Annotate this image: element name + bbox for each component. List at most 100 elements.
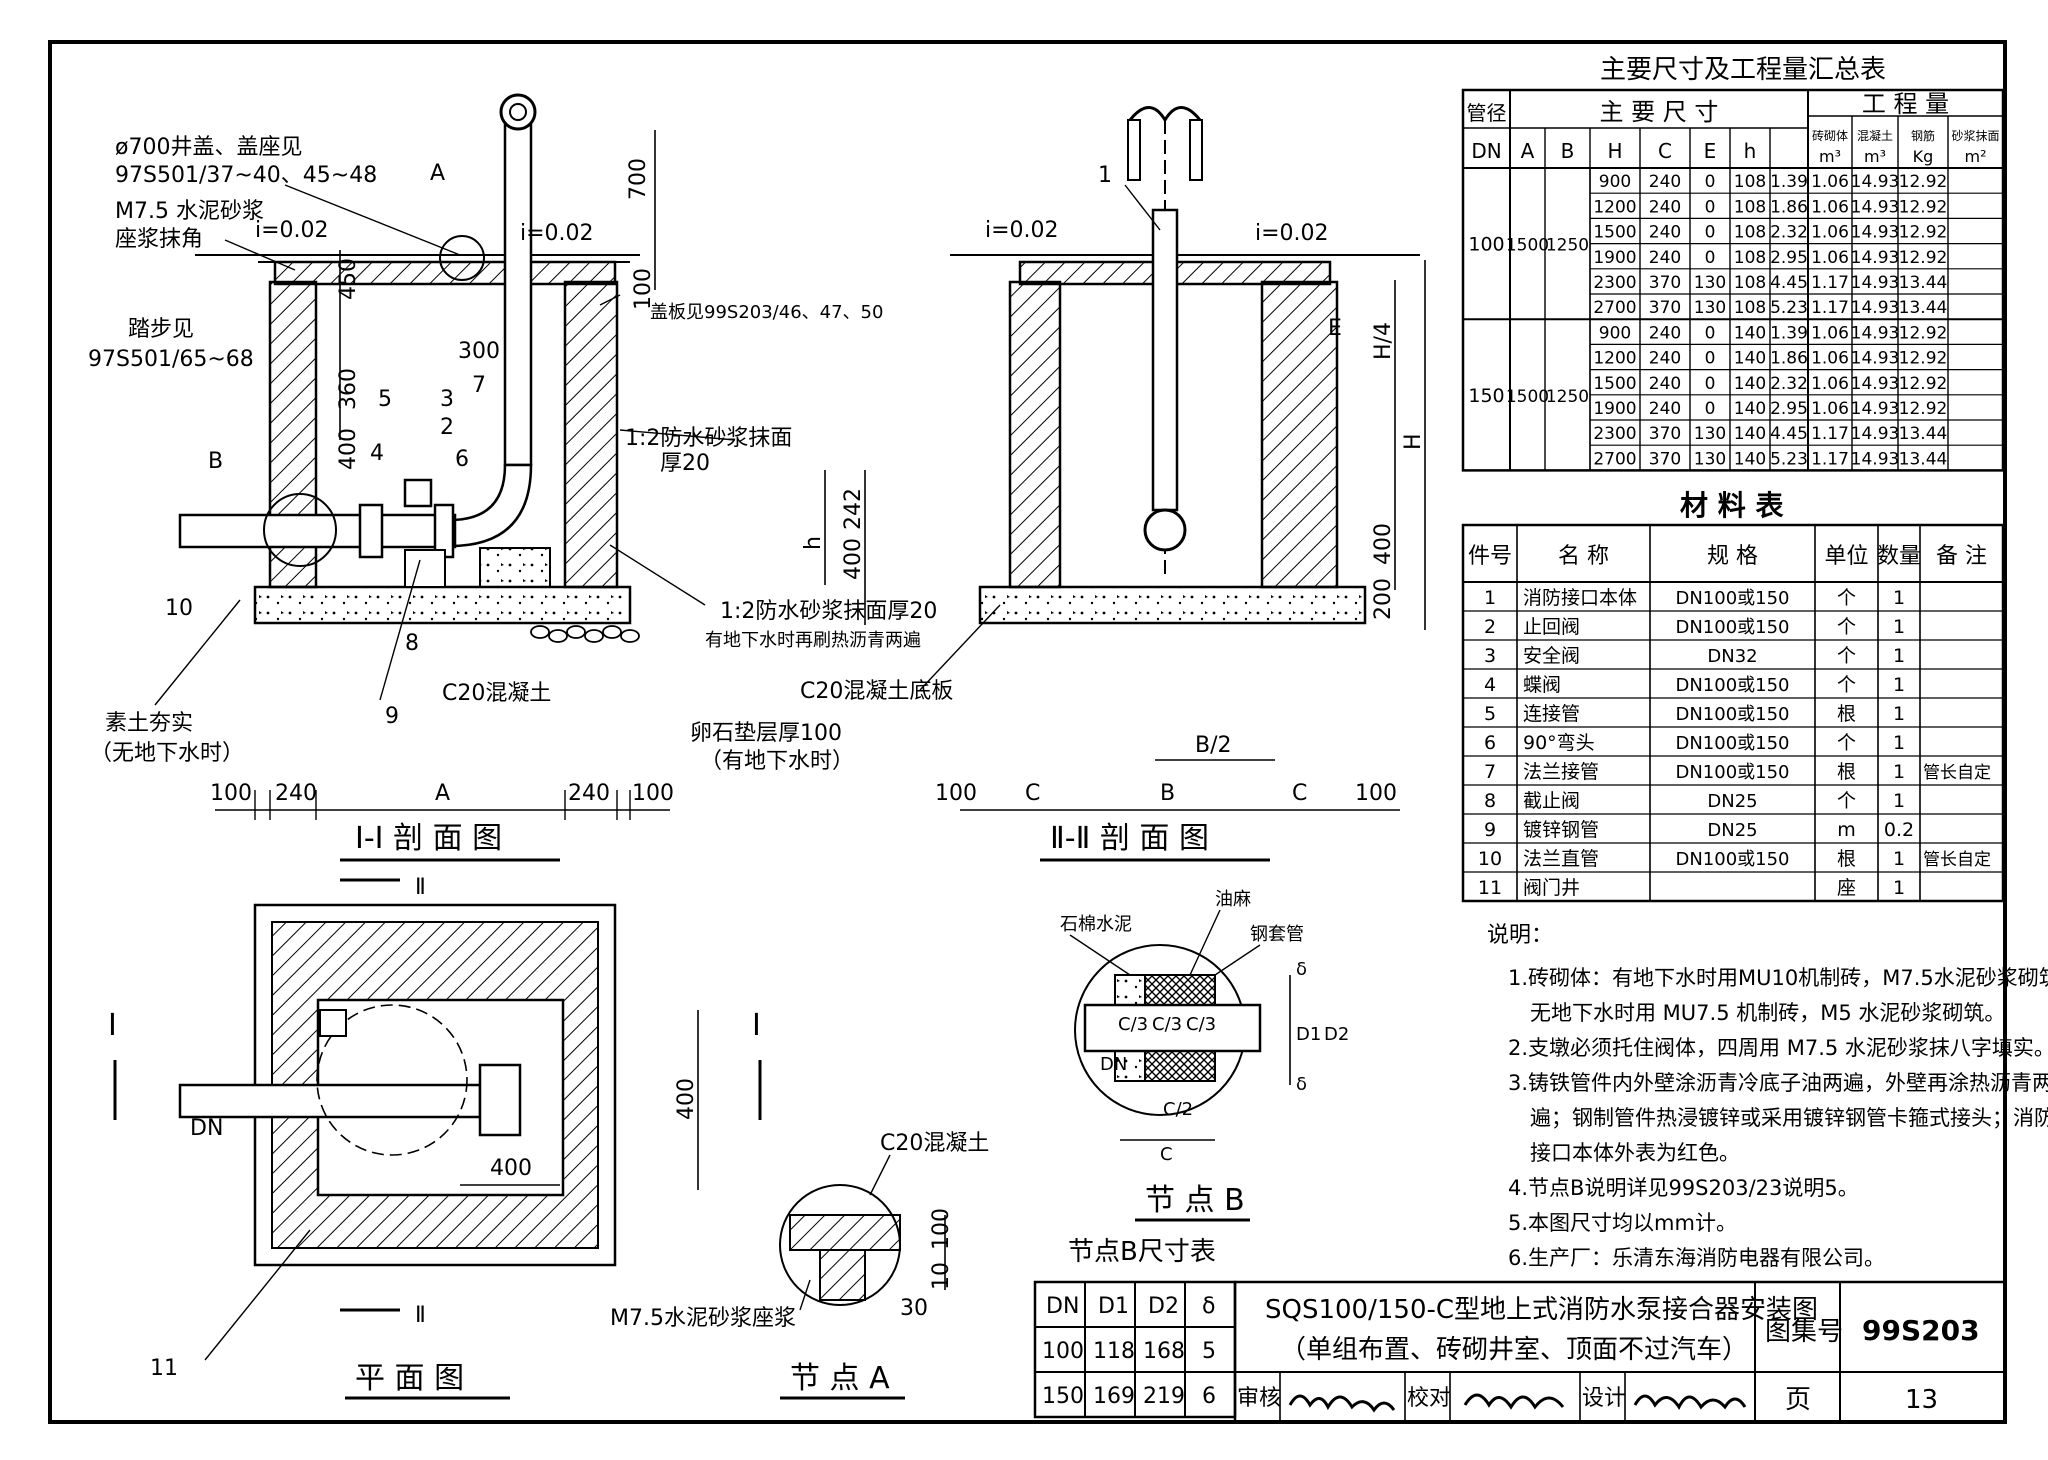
materials-cell-spec: DN100或150: [1675, 588, 1789, 609]
summary-cell: 2300: [1593, 424, 1636, 444]
summary-cell: 2700: [1593, 298, 1636, 318]
slope-left: i=0.02: [255, 218, 329, 243]
summary-cell: 140: [1734, 424, 1766, 444]
materials-cell-no: 6: [1484, 732, 1496, 754]
summary-cell: 108: [1734, 197, 1766, 217]
section2-dim-400: 400: [1371, 523, 1396, 565]
plan-dim-400-h: 400: [490, 1156, 532, 1181]
summary-cell: 13.44: [1899, 298, 1948, 318]
detail-b-cell: 5: [1202, 1339, 1216, 1364]
review-signature: [1288, 1394, 1396, 1413]
design-signature: [1633, 1394, 1747, 1410]
summary-cell: 14.93: [1851, 223, 1900, 243]
plan-title: 平 面 图: [355, 1361, 464, 1396]
plan-dn: DN: [190, 1116, 223, 1141]
design-label: 设计: [1582, 1386, 1626, 1411]
slope-right: i=0.02: [520, 221, 594, 246]
detail-b-c2: C/2: [1163, 1099, 1193, 1120]
materials-cell-note: 管长自定: [1923, 763, 1991, 783]
summary-cell: 14.93: [1851, 248, 1900, 268]
summary-cell: 1.39: [1770, 172, 1808, 192]
part-6: 6: [455, 447, 469, 472]
detail-b-marker: [263, 493, 337, 567]
summary-cell: 14.93: [1851, 172, 1900, 192]
summary-cell: 14.93: [1851, 197, 1900, 217]
materials-th: 件号: [1468, 544, 1512, 569]
section-1-1: ø700井盖、盖座见 97S501/37~40、45~48 M7.5 水泥砂浆 …: [88, 93, 937, 862]
materials-cell-qty: 1: [1893, 761, 1905, 783]
detail-b-asbestos: 石棉水泥: [1060, 914, 1132, 935]
dim-700: 700: [626, 158, 651, 200]
materials-cell-no: 9: [1484, 819, 1496, 841]
summary-cell: 5.23: [1770, 449, 1808, 469]
dim-h: h: [801, 536, 826, 550]
steps-ref: 97S501/65~68: [88, 347, 254, 372]
section2-c-left: C: [1025, 781, 1040, 806]
materials-cell-no: 1: [1484, 587, 1496, 609]
summary-cell: 12.92: [1899, 197, 1948, 217]
summary-cell: 240: [1649, 399, 1681, 419]
horizontal-pipe: [178, 513, 457, 549]
materials-table-frame: [1461, 523, 2005, 903]
section2-title: Ⅱ-Ⅱ 剖 面 图: [1050, 821, 1209, 856]
mortar-label: M7.5 水泥砂浆: [115, 199, 264, 224]
atlas-number: 99S203: [1862, 1314, 1980, 1347]
materials-cell-qty: 1: [1893, 587, 1905, 609]
part-10: 10: [165, 596, 193, 621]
riser-cap: [499, 93, 537, 131]
summary-cell: 370: [1649, 273, 1681, 293]
dim-400: 400: [336, 428, 361, 470]
summary-cell: 108: [1734, 248, 1766, 268]
detail-b: 石棉水泥 油麻 钢套管 C/3 C/3 C/3 C/2 C DN δ D1 D2…: [1060, 889, 1349, 1222]
materials-cell-unit: 根: [1837, 848, 1856, 870]
summary-cell: 4.45: [1770, 273, 1808, 293]
summary-th-unit: m³: [1819, 147, 1841, 166]
part-2: 2: [440, 415, 454, 440]
materials-cell-no: 7: [1484, 761, 1496, 783]
section2-dim-100-right: 100: [1355, 781, 1397, 806]
check-label: 校对: [1407, 1386, 1451, 1411]
section2-base-label: C20混凝土底板: [800, 679, 953, 704]
summary-th-unit: Kg: [1913, 147, 1934, 166]
summary-cell: 1.17: [1811, 449, 1849, 469]
summary-cell: 12.92: [1899, 223, 1948, 243]
materials-table-title: 材 料 表: [1680, 489, 1784, 522]
materials-cell-qty: 1: [1893, 645, 1905, 667]
detail-b-sleeve: 钢套管: [1250, 924, 1304, 945]
detail-b-cell: 168: [1143, 1339, 1185, 1364]
materials-cell-spec: DN25: [1707, 820, 1757, 841]
summary-cell: 1.06: [1811, 399, 1849, 419]
summary-cell: 13.44: [1899, 273, 1948, 293]
detail-b-cell: 150: [1042, 1384, 1084, 1409]
summary-cell: 12.92: [1899, 248, 1948, 268]
summary-cell: 140: [1734, 323, 1766, 343]
summary-cell: 14.93: [1851, 424, 1900, 444]
materials-cell-qty: 1: [1893, 674, 1905, 696]
summary-cell: 108: [1734, 273, 1766, 293]
materials-th: 备 注: [1936, 544, 1987, 569]
gravel-layer: [530, 625, 640, 643]
materials-cell-unit: 个: [1837, 616, 1856, 638]
plaster-top-2: 厚20: [660, 451, 710, 476]
materials-cell-no: 3: [1484, 645, 1496, 667]
summary-cell: 14.93: [1851, 323, 1900, 343]
plaster-bottom-2: 有地下水时再刷热沥青两遍: [705, 630, 921, 651]
detail-b-cell: 219: [1143, 1384, 1185, 1409]
summary-cell: 1500: [1593, 374, 1636, 394]
materials-cell-qty: 1: [1893, 877, 1905, 899]
dim-242: 242: [841, 488, 866, 530]
summary-th-quant-sub: 钢筋: [1911, 128, 1935, 143]
summary-cell: 108: [1734, 223, 1766, 243]
summary-cell: 1200: [1593, 197, 1636, 217]
summary-cell: 130: [1694, 449, 1726, 469]
dim-100-left: 100: [210, 781, 252, 806]
plan-view: I I Ⅱ Ⅱ DN 400 400 11 平 面 图: [108, 875, 762, 1400]
section2-left-wall: [1008, 280, 1062, 589]
summary-cell: 1.06: [1811, 374, 1849, 394]
materials-cell-qty: 0.2: [1884, 819, 1914, 841]
materials-cell-spec: DN32: [1707, 646, 1757, 667]
note-line: 遍；钢制管件热浸镀锌或采用镀锌钢管卡箍式接头；消防: [1530, 1106, 2048, 1130]
summary-cell: 108: [1734, 172, 1766, 192]
